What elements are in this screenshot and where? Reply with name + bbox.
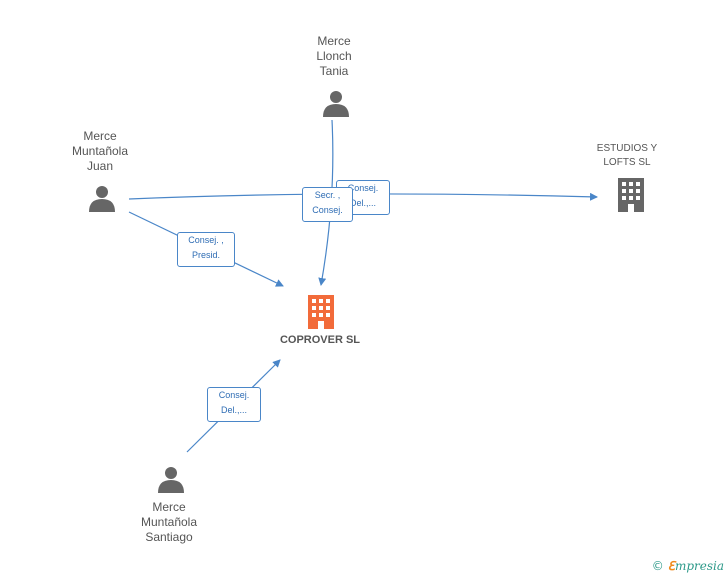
person-icon[interactable] (88, 184, 116, 212)
role-label-juan-coprover[interactable]: Consej. , Presid. (177, 232, 235, 267)
role-label-tania-estudios[interactable]: Consej. Del.,... (336, 180, 390, 215)
role-label-santiago-coprover[interactable]: Consej. Del.,... (207, 387, 261, 422)
person-icon[interactable] (322, 89, 350, 117)
building-icon[interactable] (615, 178, 647, 212)
role-label-tania-coprover[interactable]: Secr. , Consej. (302, 187, 353, 222)
empresia-logo: © ℇmpresia (651, 559, 724, 573)
person-label-juan[interactable]: Merce Muntañola Juan (71, 129, 129, 173)
person-icon[interactable] (157, 465, 185, 493)
person-label-tania[interactable]: Merce Llonch Tania (316, 34, 352, 78)
building-icon[interactable] (305, 295, 337, 329)
company-label-coprover[interactable]: COPROVER SL (279, 334, 361, 346)
person-label-santiago[interactable]: Merce Muntañola Santiago (140, 500, 198, 544)
company-label-estudios[interactable]: ESTUDIOS Y LOFTS SL (596, 143, 658, 168)
